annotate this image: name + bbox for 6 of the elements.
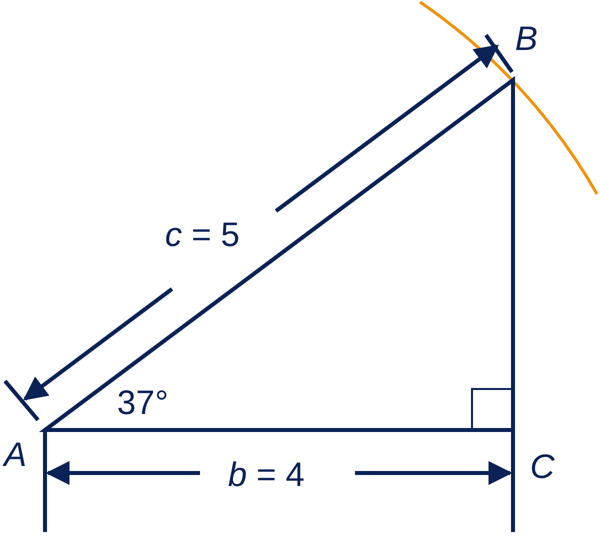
- vertex-label: B: [515, 22, 538, 56]
- vertex-label: C: [530, 450, 555, 484]
- vertex-label: A: [4, 438, 27, 472]
- angle-label: 37°: [117, 386, 168, 420]
- dimension-label: b = 4: [228, 458, 305, 492]
- dimension-label: c = 5: [165, 218, 240, 252]
